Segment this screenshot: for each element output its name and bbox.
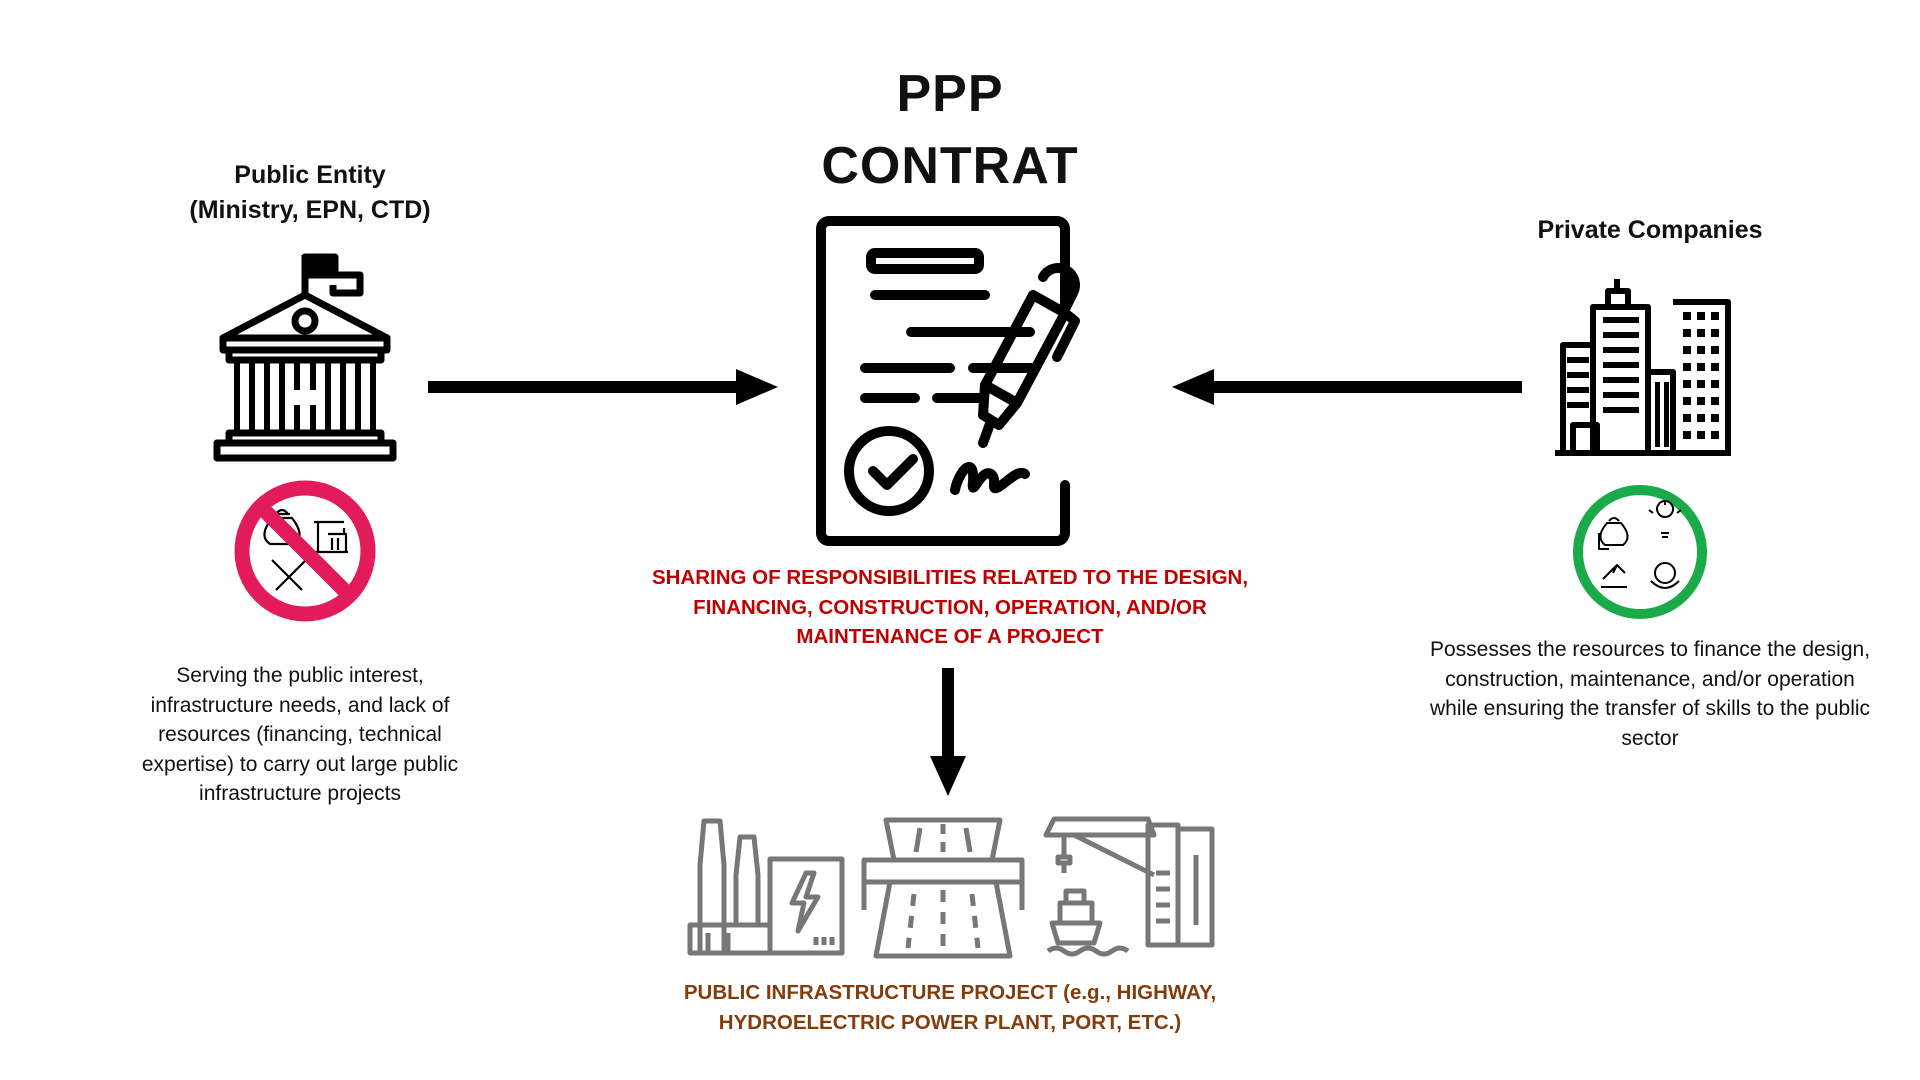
- public-entity-description-line: infrastructure needs, and lack of: [150, 693, 450, 717]
- public-entity-description-line: resources (financing, technical: [158, 723, 442, 746]
- project-caption-line: HYDROELECTRIC POWER PLANT, PORT, ETC.): [718, 1010, 1182, 1034]
- responsibilities-line: MAINTENANCE OF A PROJECT: [796, 625, 1104, 648]
- responsibilities-text: SHARING OF RESPONSIBILITIES RELATED TO T…: [600, 563, 1300, 652]
- title-line-1: PPP: [896, 65, 1004, 123]
- title-line-2: CONTRAT: [821, 137, 1079, 195]
- public-entity-title-line-1: Public Entity: [234, 161, 386, 189]
- private-companies-title: Private Companies: [1537, 216, 1763, 244]
- private-companies-description-line: while ensuring the transfer of skills to…: [1429, 697, 1871, 720]
- public-entity-description: Serving the public interest, infrastruct…: [110, 661, 490, 809]
- private-companies-description: Possesses the resources to finance the d…: [1400, 635, 1900, 753]
- private-companies-description-line: Possesses the resources to finance the d…: [1429, 638, 1871, 661]
- page-title: PPP CONTRAT: [690, 58, 1210, 202]
- public-entity-description-line: Serving the public interest,: [176, 664, 424, 687]
- project-caption-line: PUBLIC INFRASTRUCTURE PROJECT (e.g., HIG…: [683, 981, 1217, 1004]
- contract-to-project-arrow: [930, 668, 966, 796]
- prohibited-resources-icon: €: [234, 480, 376, 622]
- public-entity-title: Public Entity (Ministry, EPN, CTD): [150, 158, 470, 228]
- responsibilities-line: SHARING OF RESPONSIBILITIES RELATED TO T…: [651, 566, 1249, 589]
- private-companies-description-line: construction, maintenance, and/or operat…: [1445, 667, 1855, 691]
- government-building-icon: [213, 253, 397, 462]
- signed-contract-icon: [816, 216, 1080, 546]
- private-companies-description-line: sector: [1621, 726, 1679, 750]
- public-entity-description-line: expertise) to carry out large public: [141, 752, 459, 776]
- public-to-contract-arrow: [428, 369, 778, 405]
- responsibilities-line: FINANCING, CONSTRUCTION, OPERATION, AND/…: [693, 595, 1207, 619]
- highway-icon: [861, 817, 1025, 959]
- public-entity-title-line-2: (Ministry, EPN, CTD): [189, 196, 431, 224]
- power-plant-icon: [687, 818, 845, 956]
- available-resources-icon: [1573, 485, 1707, 619]
- private-to-contract-arrow: [1172, 369, 1522, 405]
- port-icon: [1043, 816, 1215, 957]
- project-caption: PUBLIC INFRASTRUCTURE PROJECT (e.g., HIG…: [600, 978, 1300, 1037]
- office-buildings-icon: [1555, 279, 1731, 456]
- public-entity-description-line: infrastructure projects: [199, 782, 401, 805]
